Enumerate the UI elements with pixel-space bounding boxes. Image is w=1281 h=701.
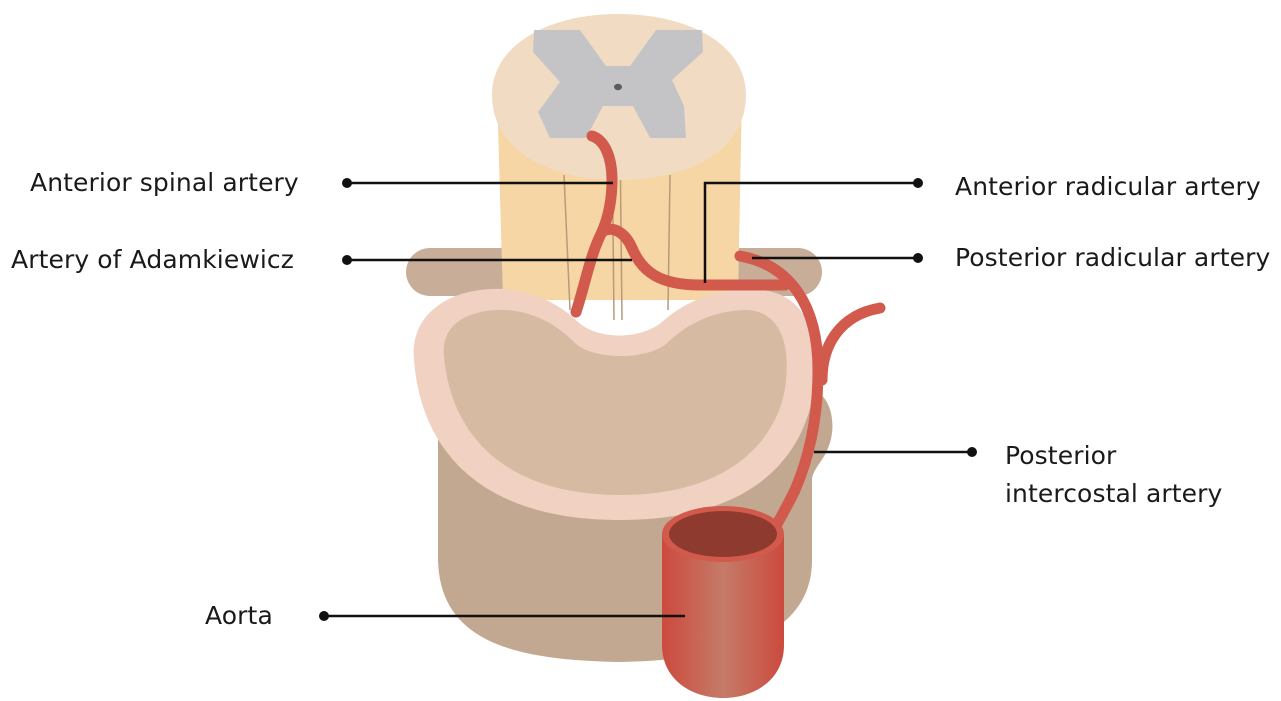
label-posterior-intercostal-line2: intercostal artery <box>1005 475 1222 513</box>
central-canal <box>614 84 622 90</box>
dot-anterior-radicular <box>913 178 923 188</box>
spinal-cord-cross-section <box>492 14 746 180</box>
label-posterior-intercostal-line1: Posterior <box>1005 437 1222 475</box>
label-artery-of-adamkiewicz: Artery of Adamkiewicz <box>11 245 294 275</box>
dot-posterior-radicular <box>913 253 923 263</box>
label-aorta: Aorta <box>205 601 273 631</box>
posterior-intercostal-vessel <box>822 308 880 380</box>
dot-posterior-intercostal <box>967 447 977 457</box>
dot-anterior-spinal <box>342 178 352 188</box>
label-anterior-spinal-artery: Anterior spinal artery <box>30 168 299 198</box>
dot-adamkiewicz <box>342 255 352 265</box>
label-posterior-radicular-artery: Posterior radicular artery <box>955 243 1270 273</box>
dot-aorta <box>319 611 329 621</box>
aorta-vessel <box>662 506 784 698</box>
label-anterior-radicular-artery: Anterior radicular artery <box>955 172 1261 202</box>
label-posterior-intercostal-artery: Posterior intercostal artery <box>1005 437 1222 513</box>
